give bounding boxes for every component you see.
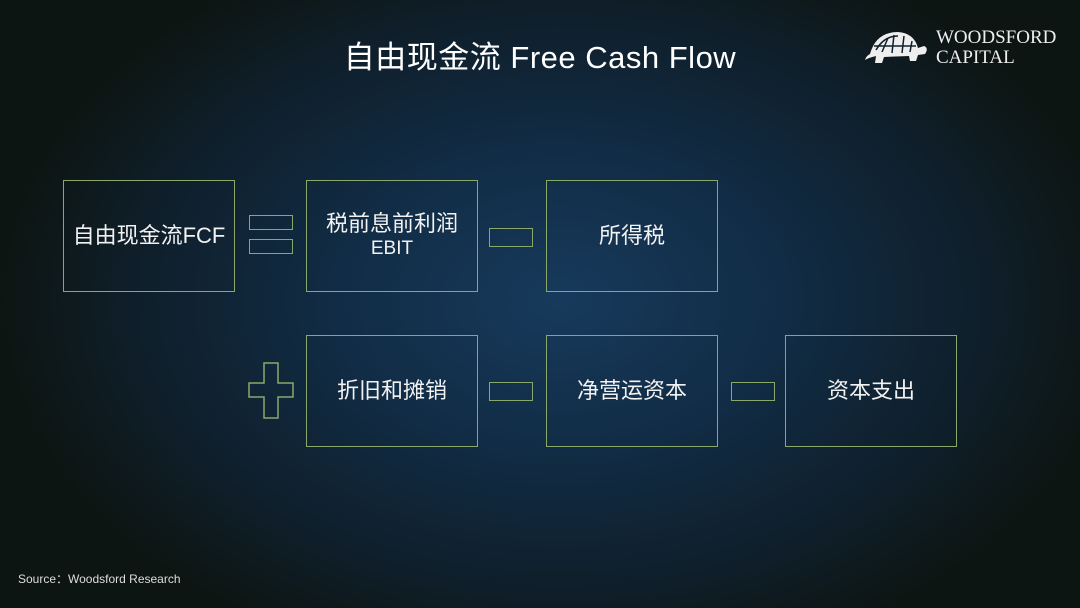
fcf-box: 自由现金流FCF: [63, 180, 235, 292]
equals-sign-bottom: [249, 239, 293, 254]
nwc-box: 净营运资本: [546, 335, 718, 447]
minus-sign: [489, 382, 533, 401]
plus-sign: [248, 362, 294, 419]
equals-sign-top: [249, 215, 293, 230]
minus-sign: [731, 382, 775, 401]
da-label: 折旧和摊销: [336, 377, 447, 403]
logo-line1: WOODSFORD: [936, 27, 1057, 48]
capex-box: 资本支出: [785, 335, 957, 447]
source-note: Source：Woodsford Research: [18, 572, 181, 586]
da-box: 折旧和摊销: [306, 335, 478, 447]
tax-label: 所得税: [598, 222, 665, 248]
nwc-label: 净营运资本: [576, 377, 687, 403]
ebit-sub-label: EBIT: [370, 237, 414, 259]
minus-sign: [489, 228, 533, 247]
logo-line2: CAPITAL: [936, 47, 1015, 68]
capex-label: 资本支出: [826, 377, 915, 403]
ebit-label: 税前息前利润: [325, 211, 458, 237]
tax-box: 所得税: [546, 180, 718, 292]
fcf-label: 自由现金流FCF: [72, 222, 226, 248]
tortoise-icon: [865, 32, 927, 63]
slide-title: 自由现金流 Free Cash Flow: [343, 40, 737, 75]
